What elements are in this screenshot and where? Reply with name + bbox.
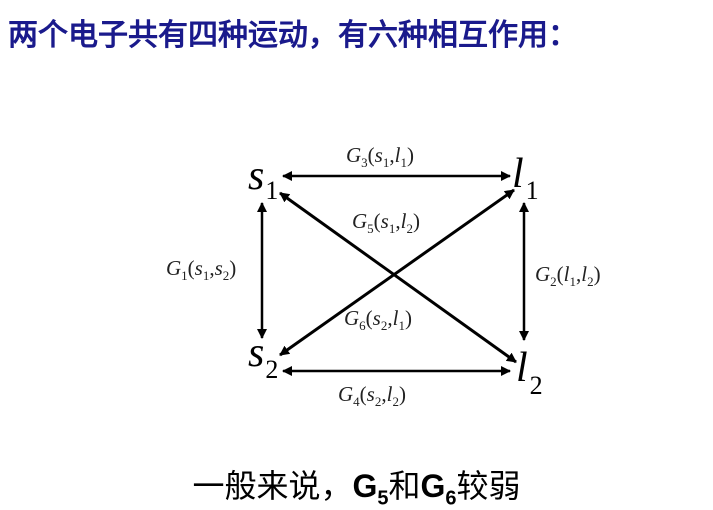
footer-g5-sub: 5: [377, 487, 389, 510]
node-l2: l2: [516, 345, 543, 400]
node-s2: s2: [248, 330, 278, 384]
node-s1: s1: [248, 153, 278, 205]
footer-g6: G: [420, 468, 446, 504]
edge-g1-label: G1(s1,s2): [166, 256, 236, 283]
edge-g2-label: G2(l1,l2): [535, 262, 601, 289]
footer-conj: 和: [388, 467, 421, 505]
edge-g6-label: G6(s2,l1): [344, 306, 412, 333]
footer-lead: 一般来说，: [192, 467, 353, 505]
edge-g6-arrow: [279, 188, 515, 357]
edge-g5-label: G5(s1,l2): [352, 209, 420, 236]
footer-tail: 较弱: [456, 467, 521, 505]
node-l1: l1: [512, 151, 539, 205]
edge-g3-label: G3(s1,l1): [346, 143, 414, 170]
edge-g4-label: G4(s2,l2): [338, 382, 406, 409]
slide-title: 两个电子共有四种运动，有六种相互作用：: [8, 18, 578, 53]
footer-g6-sub: 6: [445, 487, 457, 510]
footer-note: 一般来说，G5和G6较弱: [0, 461, 713, 510]
footer-g5: G: [352, 468, 378, 504]
